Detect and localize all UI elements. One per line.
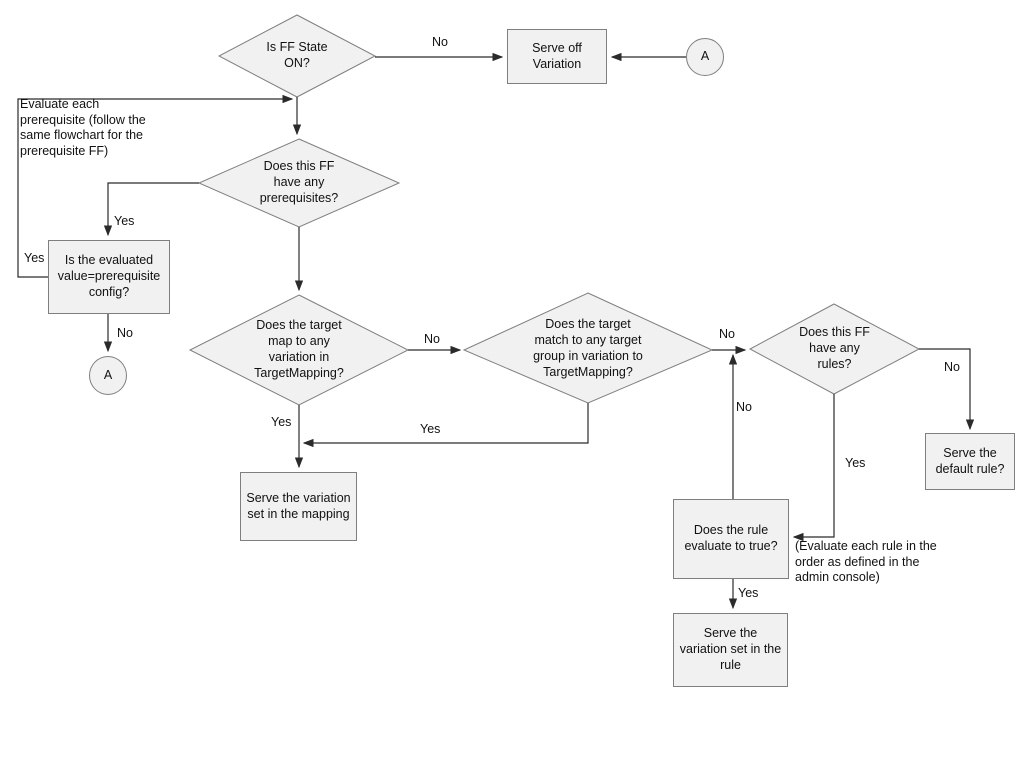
node-serve-rule-variation: Serve the variation set in the rule	[673, 613, 788, 687]
edge-label-rule-true-yes: Yes	[738, 586, 759, 600]
node-serve-mapping-variation: Serve the variation set in the mapping	[240, 472, 357, 541]
label-target-group-check: Does the target match to any target grou…	[533, 317, 643, 379]
node-serve-off-variation: Serve off Variation	[507, 29, 607, 84]
edge-label-rules-no: No	[944, 360, 960, 374]
node-rule-evaluates-true: Does the rule evaluate to true?	[673, 499, 789, 579]
edge-label-loopback-yes: Yes	[24, 251, 45, 265]
edge-label-mapping-no: No	[424, 332, 440, 346]
label-has-rules: Does this FF have any rules?	[799, 325, 870, 371]
label-has-prerequisites: Does this FF have any prerequisites?	[259, 159, 339, 205]
node-prereq-value-check: Is the evaluated value=prerequisite conf…	[48, 240, 170, 314]
edge-label-prereq-no: No	[117, 326, 133, 340]
edge-prereqs-yes	[103, 182, 199, 237]
note-rule-order: (Evaluate each rule in the order as defi…	[795, 539, 937, 584]
edge-label-group-yes: Yes	[420, 422, 441, 436]
note-prerequisite: Evaluate each prerequisite (follow the s…	[20, 97, 146, 158]
node-connector-a-top: A	[686, 38, 724, 76]
label-target-mapping-check: Does the target map to any variation in …	[254, 318, 344, 380]
edge-label-mapping-yes: Yes	[271, 415, 292, 429]
edge-label-group-no: No	[719, 327, 735, 341]
node-connector-a-left: A	[89, 356, 127, 395]
edge-rules-yes	[792, 394, 835, 542]
node-serve-default-rule: Serve the default rule?	[925, 433, 1015, 490]
edge-rules-no	[919, 348, 975, 431]
edge-label-rule-false-no: No	[736, 400, 752, 414]
edge-label-prereq-yes: Yes	[114, 214, 135, 228]
edge-label-rules-yes: Yes	[845, 456, 866, 470]
edge-group-yes	[302, 403, 589, 448]
edge-prereq-loopback	[17, 94, 294, 278]
edge-label-ff-off-no: No	[432, 35, 448, 49]
label-is-ff-state-on: Is FF State ON?	[266, 40, 328, 70]
